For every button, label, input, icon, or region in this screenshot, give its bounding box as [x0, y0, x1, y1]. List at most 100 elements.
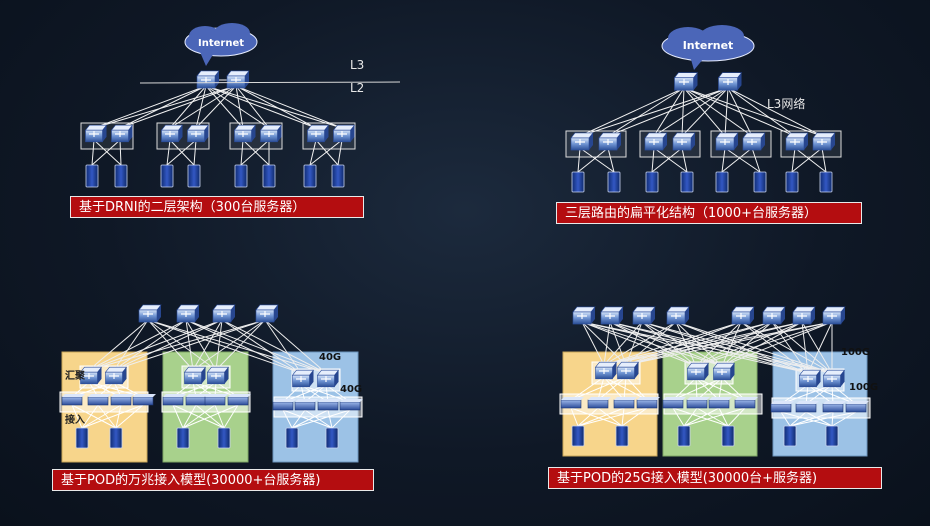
- link: [603, 321, 643, 366]
- link: [831, 384, 857, 405]
- server-icon: [825, 425, 839, 447]
- server-icon: [262, 164, 276, 188]
- link: [695, 321, 803, 367]
- link: [215, 319, 223, 371]
- link: [724, 147, 761, 173]
- switch-icon: [598, 132, 622, 151]
- access-switch-icon: [822, 401, 846, 413]
- server-icon: [645, 171, 659, 193]
- link: [727, 87, 823, 137]
- link: [780, 411, 791, 427]
- link: [309, 139, 317, 166]
- link: [81, 404, 144, 429]
- server-icon: [114, 164, 128, 188]
- link: [570, 407, 623, 427]
- switch-icon: [226, 70, 250, 89]
- link: [609, 321, 833, 374]
- link: [172, 404, 184, 429]
- link: [603, 376, 625, 401]
- link: [801, 321, 809, 374]
- link: [727, 87, 753, 137]
- switch-icon: [570, 132, 594, 151]
- link: [780, 411, 833, 427]
- link: [603, 321, 611, 366]
- server-icon: [75, 427, 89, 449]
- link: [623, 376, 627, 401]
- link: [577, 407, 625, 427]
- link: [721, 321, 742, 367]
- server-icon: [303, 164, 317, 188]
- layer-l2-label: L2: [350, 81, 365, 95]
- access-switch-icon: [110, 394, 134, 406]
- link: [653, 147, 688, 173]
- link: [607, 147, 615, 173]
- link: [115, 404, 122, 429]
- switch-icon: [600, 306, 624, 325]
- switch-icon: [686, 362, 710, 381]
- link: [740, 321, 809, 374]
- link: [331, 409, 351, 429]
- link: [579, 87, 729, 137]
- link: [282, 409, 333, 429]
- link: [147, 319, 194, 371]
- switch-icon: [594, 361, 618, 380]
- switch-icon: [673, 72, 699, 91]
- link: [193, 139, 197, 166]
- server-icon: [721, 425, 735, 447]
- switch-icon: [259, 124, 283, 143]
- link-speed-mid-100g: 100G: [849, 382, 879, 393]
- access-switch-icon: [339, 399, 363, 411]
- link: [641, 321, 697, 367]
- switch-icon: [822, 306, 846, 325]
- access-switch-icon: [636, 397, 660, 409]
- link: [789, 411, 857, 427]
- link: [805, 411, 833, 427]
- link: [71, 404, 117, 429]
- server-icon: [715, 171, 729, 193]
- link: [223, 404, 239, 429]
- link: [791, 147, 823, 173]
- link: [625, 321, 643, 366]
- link: [214, 404, 225, 429]
- server-icon: [234, 164, 248, 188]
- link: [577, 147, 609, 173]
- link: [337, 139, 343, 166]
- link: [185, 319, 302, 374]
- link: [182, 404, 197, 429]
- link: [771, 321, 809, 374]
- link: [831, 411, 857, 427]
- access-label: 接入: [65, 415, 85, 426]
- switch-icon: [672, 132, 696, 151]
- link: [740, 321, 833, 374]
- access-switch-icon: [560, 397, 584, 409]
- switch-icon: [206, 366, 230, 385]
- layer-l3-label: L3: [350, 58, 365, 72]
- server-icon: [176, 427, 190, 449]
- internet-label-1: Internet: [198, 38, 244, 49]
- link: [235, 85, 244, 129]
- link: [93, 139, 122, 166]
- l3-network-label: L3网络: [767, 97, 806, 111]
- switch-icon: [822, 369, 846, 388]
- switch-icon: [84, 124, 108, 143]
- link: [235, 85, 343, 129]
- link: [166, 139, 171, 166]
- link: [185, 319, 327, 374]
- link: [672, 377, 697, 401]
- switch-icon: [332, 124, 356, 143]
- link: [683, 407, 698, 427]
- link: [609, 321, 697, 367]
- link: [625, 376, 648, 401]
- server-icon: [819, 171, 833, 193]
- link: [570, 407, 579, 427]
- link: [609, 321, 627, 366]
- server-icon: [783, 425, 797, 447]
- internet-label-2: Internet: [683, 39, 734, 52]
- link: [81, 404, 122, 429]
- server-icon: [615, 425, 629, 447]
- link: [683, 407, 720, 427]
- link: [721, 377, 746, 401]
- switch-icon: [306, 124, 330, 143]
- link: [603, 321, 803, 366]
